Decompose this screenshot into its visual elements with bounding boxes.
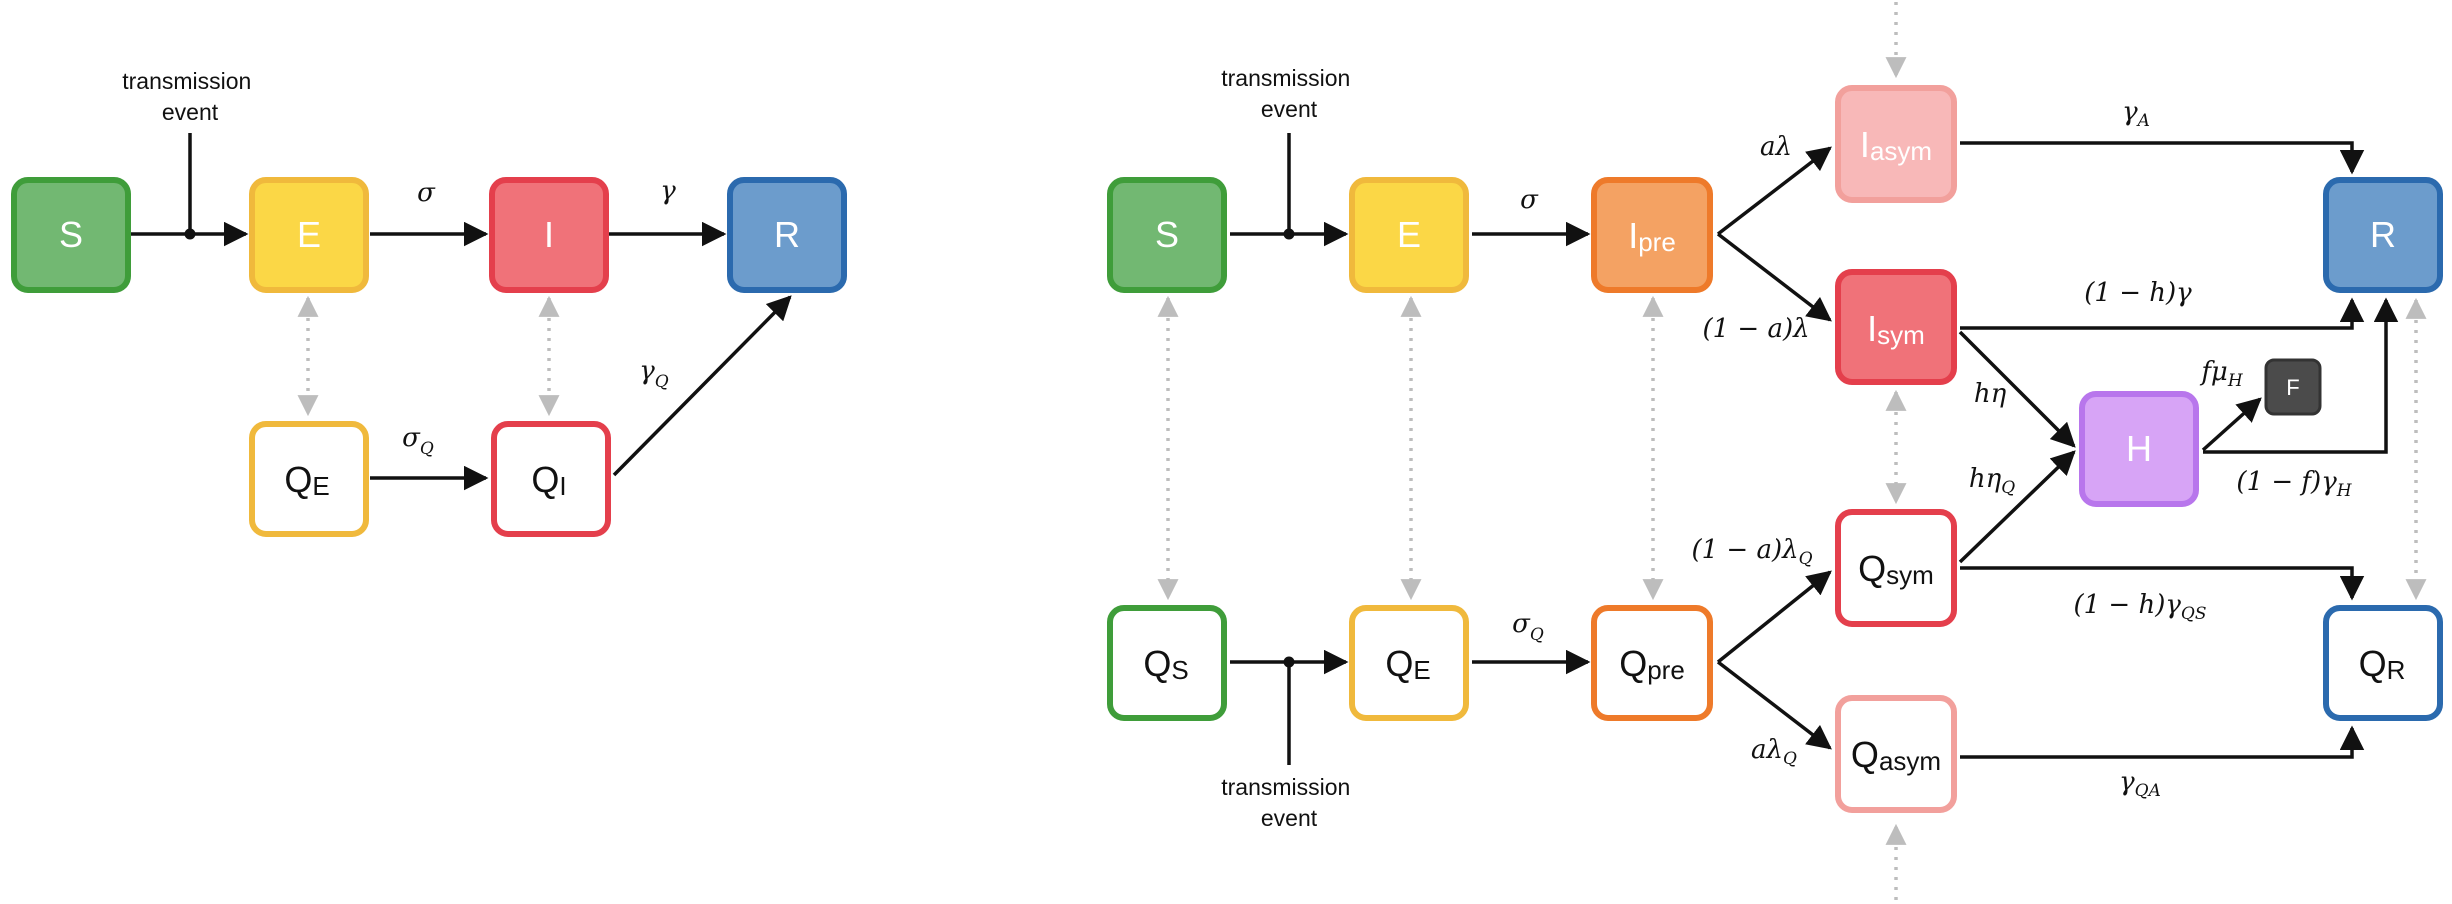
node-i-left: I — [489, 177, 609, 293]
edge-h-r — [2203, 297, 2399, 454]
node-s-left: S — [11, 177, 131, 293]
edge-ipre-isym — [1716, 232, 1832, 322]
edge-h-f — [2201, 397, 2262, 452]
svg-text:QI: QI — [531, 459, 566, 501]
transmission-caption-bottom: transmission event — [1221, 774, 1357, 831]
node-qpre: Qpre — [1591, 605, 1713, 721]
label-sigma-left: σ — [417, 178, 436, 208]
label-one-minus-a-lambda-q: (1 − a)λQ — [1691, 535, 1812, 569]
node-qsym: Qsym — [1835, 509, 1957, 627]
node-e: E — [1349, 177, 1469, 293]
node-f: F — [2264, 358, 2322, 416]
label-a-lambda: aλ — [1760, 132, 1792, 162]
transmission-junction-top — [1283, 228, 1295, 240]
edge-qasym-qr — [1960, 725, 2365, 759]
node-iasym: Iasym — [1835, 85, 1957, 203]
svg-text:Isym: Isym — [1867, 308, 1925, 350]
left-model: transmission event S E I R QE QI σ — [11, 68, 847, 537]
right-edges — [1230, 133, 2399, 765]
node-isym: Isym — [1835, 269, 1957, 385]
svg-text:Iasym: Iasym — [1860, 124, 1932, 166]
svg-text:R: R — [774, 214, 800, 255]
node-r-left: R — [727, 177, 847, 293]
node-qasym: Qasym — [1835, 695, 1957, 813]
edge-qpre-qsym — [1716, 570, 1832, 664]
label-sigma: σ — [1520, 185, 1539, 215]
label-sigma-q-left: σQ — [402, 423, 434, 459]
svg-text:E: E — [297, 214, 321, 255]
right-model: transmission event transmission event S … — [1107, 2, 2443, 900]
label-gamma-a: γA — [2122, 97, 2150, 131]
edge-qi-r — [612, 295, 792, 477]
label-gamma-q-left: γQ — [639, 356, 669, 392]
label-one-minus-a-lambda: (1 − a)λ — [1702, 314, 1809, 344]
svg-text:I: I — [544, 214, 554, 255]
svg-text:Qsym: Qsym — [1858, 548, 1934, 590]
edge-qpre-qasym — [1716, 660, 1832, 750]
svg-text:QS: QS — [1143, 643, 1188, 685]
edge-isym-r — [1960, 297, 2365, 330]
edge-qsym-h — [1958, 450, 2076, 564]
svg-text:QR: QR — [2359, 643, 2406, 685]
label-gamma-qa: γQA — [2119, 767, 2161, 801]
node-h: H — [2079, 391, 2199, 507]
svg-text:QE: QE — [1385, 643, 1430, 685]
svg-text:Ipre: Ipre — [1628, 215, 1676, 257]
edge-isym-h — [1958, 330, 2076, 448]
label-one-minus-h-gamma: (1 − h)γ — [2084, 278, 2192, 308]
svg-text:Qasym: Qasym — [1851, 734, 1941, 776]
label-f-mu-h: fμH — [2199, 357, 2244, 391]
node-s: S — [1107, 177, 1227, 293]
node-e-left: E — [249, 177, 369, 293]
node-r: R — [2323, 177, 2443, 293]
node-qe-left: QE — [249, 421, 369, 537]
node-ipre: Ipre — [1591, 177, 1713, 293]
svg-text:S: S — [59, 214, 83, 255]
transmission-junction-left — [184, 228, 196, 240]
transmission-junction-bottom — [1283, 656, 1295, 668]
svg-text:R: R — [2370, 214, 2396, 255]
svg-text:H: H — [2126, 428, 2152, 469]
node-qe: QE — [1349, 605, 1469, 721]
label-h-eta: hη — [1974, 379, 2007, 409]
edge-iasym-r — [1960, 141, 2365, 175]
edge-ipre-iasym — [1716, 146, 1832, 236]
right-dotted-links — [1157, 2, 2427, 900]
label-a-lambda-q: aλQ — [1751, 735, 1797, 769]
transmission-caption-left: transmission event — [122, 68, 258, 125]
label-h-eta-q: hηQ — [1969, 464, 2015, 498]
svg-text:F: F — [2286, 375, 2299, 400]
left-dotted-links — [297, 295, 560, 417]
label-gamma-left: γ — [660, 176, 676, 206]
node-qr: QR — [2323, 605, 2443, 721]
svg-text:S: S — [1155, 214, 1179, 255]
label-sigma-q: σQ — [1512, 609, 1544, 645]
label-one-minus-f-gamma-h: (1 − f)γH — [2236, 467, 2352, 501]
svg-text:QE: QE — [284, 459, 329, 501]
transmission-caption-top: transmission event — [1221, 65, 1357, 122]
node-qi-left: QI — [491, 421, 611, 537]
label-one-minus-h-gamma-qs: (1 − h)γQS — [2073, 590, 2206, 624]
svg-text:E: E — [1397, 214, 1421, 255]
left-edges — [130, 133, 792, 491]
svg-text:Qpre: Qpre — [1619, 643, 1685, 685]
node-qs: QS — [1107, 605, 1227, 721]
edge-qsym-qr — [1960, 566, 2365, 601]
